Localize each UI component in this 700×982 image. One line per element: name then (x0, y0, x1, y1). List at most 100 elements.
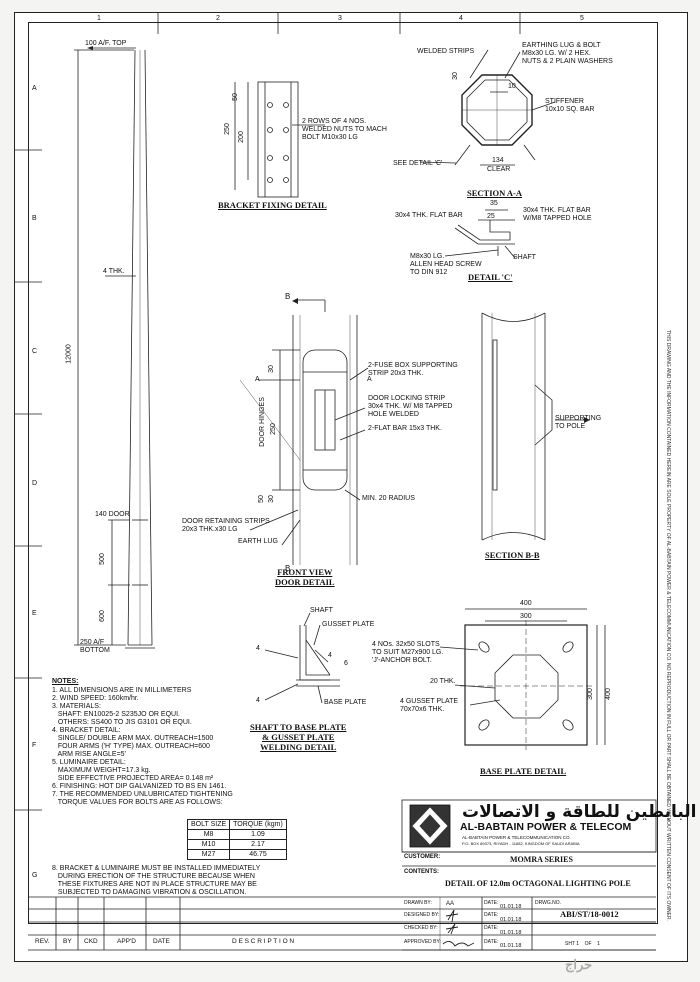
pole-bottom-label: 250 A/F BOTTOM (80, 639, 110, 654)
note-8-line: SUBJECTED TO DAMAGING VIBRATION & OSCILL… (52, 889, 247, 896)
drwg-label: DRWG.NO. (535, 900, 562, 906)
company-arabic-name: البابطين للطاقة و الاتصالات (462, 802, 697, 822)
note-line: ARM RISE ANGLE=5' (52, 751, 126, 758)
note-line: 5. LUMINAIRE DETAIL: (52, 759, 126, 766)
drwg-number: ABI/ST/18-0012 (560, 909, 619, 919)
fv-b-top: B (285, 292, 291, 301)
designer-signature (445, 909, 459, 923)
drawn-by-label: DRAWN BY: (404, 900, 432, 906)
sb-weld-4: 4 (256, 697, 260, 704)
grid-col-4: 4 (459, 15, 463, 22)
customer-label: CUSTOMER: (404, 854, 441, 860)
drawn-by-value: AA (446, 901, 455, 907)
date-label: DATE: (484, 912, 499, 918)
note-line: 4. BRACKET DETAIL: (52, 727, 121, 734)
date-label: DATE: (484, 900, 499, 906)
fv-b-bottom: B (285, 564, 291, 573)
fv-fuse-strip: 2-FUSE BOX SUPPORTING STRIP 20x3 THK. (368, 362, 458, 377)
bolt-torque: 46.75 (229, 849, 287, 860)
grid-row-f: F (32, 742, 37, 749)
aa-dim-10: 10 (508, 83, 516, 90)
company-name: AL-BABTAIN POWER & TELECOM (460, 821, 632, 833)
date-value: 01.01.18 (500, 904, 522, 910)
sb-shaft: SHAFT (310, 607, 333, 614)
ckd-label: CKD (84, 938, 98, 945)
note-line: FOUR ARMS ('H' TYPE) MAX. OUTREACH=600 (52, 743, 210, 750)
fv-radius: MIN. 20 RADIUS (362, 495, 415, 502)
company-address: P.O. BOX 89373, RIYADH - 11682, KINGDOM … (462, 841, 580, 846)
bolt-torque-table: BOLT SIZE TORQUE (kgm) M8 1.09 M10 2.17 … (186, 819, 287, 860)
sb-weld-2: 4 (328, 652, 332, 659)
appd-label: APP'D (117, 938, 136, 945)
aa-earthing-label: EARTHING LUG & BOLT M8x30 LG. W/ 2 HEX. … (522, 42, 613, 65)
notes-heading: NOTES: (52, 678, 79, 685)
note-8-line: THESE FIXTURES ARE NOT IN PLACE STRUCTUR… (52, 881, 257, 888)
pole-thickness-label: 4 THK. (103, 268, 125, 275)
note-8-line: 8. BRACKET & LUMINAIRE MUST BE INSTALLED… (52, 865, 261, 872)
note-line: OTHERS: SS400 TO JIS G3101 OR EQUI. (52, 719, 192, 726)
shaft-base-title: SHAFT TO BASE PLATE & GUSSET PLATE WELDI… (250, 722, 347, 752)
sb-gusset: GUSSET PLATE (322, 621, 375, 628)
section-aa-title: SECTION A-A (467, 188, 523, 198)
c-dim-25: 25 (487, 213, 495, 220)
aa-clear: CLEAR (487, 166, 511, 173)
bp-gusset: 4 GUSSET PLATE 70x70x6 THK. (400, 698, 459, 713)
c-shaft: SHAFT (513, 254, 536, 261)
bb-supporting: SUPPORTING TO POLE (555, 415, 602, 430)
grid-col-5: 5 (580, 15, 584, 22)
note-line: 3. MATERIALS: (52, 703, 101, 710)
contents-label: CONTENTS: (404, 869, 439, 875)
fv-retaining: DOOR RETAINING STRIPS 20x3 THK.x30 LG (182, 518, 270, 533)
sb-weld-3: 6 (344, 660, 348, 667)
by-label: BY (63, 938, 72, 945)
note-8-line: DURING ERECTION OF THE STRUCTURE BECAUSE… (52, 873, 255, 880)
note-line: 7. THE RECOMMENDED UNLUBRICATED TIGHTENI… (52, 791, 233, 798)
contents-value: DETAIL OF 12.0m OCTAGONAL LIGHTING POLE (445, 879, 631, 888)
note-8: 8. BRACKET & LUMINAIRE MUST BE INSTALLED… (52, 865, 260, 897)
sb-base-plate: BASE PLATE (324, 699, 367, 706)
bolt-size: M27 (186, 849, 231, 860)
c-dim-35: 35 (490, 200, 498, 207)
checked-by-label: CHECKED BY: (404, 925, 438, 931)
company-sub: AL-BABTAIN POWER & TELECOMMUNICATION CO. (462, 835, 571, 840)
c-flat-bar-left: 30x4 THK. FLAT BAR (395, 212, 463, 219)
grid-col-1: 1 (97, 15, 101, 22)
grid-row-e: E (32, 610, 37, 617)
note-line: TORQUE VALUES FOR BOLTS ARE AS FOLLOWS: (52, 799, 223, 806)
note-line: 1. ALL DIMENSIONS ARE IN MILLIMETERS (52, 687, 192, 694)
grid-row-c: C (32, 348, 38, 355)
bp-dim-400-top: 400 (520, 600, 532, 607)
grid-col-3: 3 (338, 15, 342, 22)
note-line: SINGLE/ DOUBLE ARM MAX. OUTREACH=1500 (52, 735, 214, 742)
bp-dim-300-top: 300 (520, 613, 532, 620)
grid-row-d: D (32, 480, 38, 487)
c-flat-bar-right: 30x4 THK. FLAT BAR W/M8 TAPPED HOLE (523, 207, 592, 222)
base-plate-title: BASE PLATE DETAIL (480, 766, 567, 776)
grid-col-2: 2 (216, 15, 220, 22)
note-line: SIDE EFFECTIVE PROJECTED AREA= 0.148 m² (52, 775, 214, 782)
rev-label: REV. (35, 938, 50, 945)
note-line: SHAFT: EN10025-2 S235JO OR EQUI. (52, 711, 180, 718)
aa-stiffener: STIFFENER 10x10 SQ. BAR (545, 98, 595, 113)
grid-row-b: B (32, 215, 37, 222)
bracket-fixing-title: BRACKET FIXING DETAIL (218, 200, 327, 210)
section-bb-title: SECTION B-B (485, 550, 540, 560)
c-screw: M8x30 LG. ALLEN HEAD SCREW TO DIN 912 (410, 253, 482, 276)
designed-by-label: DESIGNED BY: (404, 912, 440, 918)
grid-row-a: A (32, 85, 37, 92)
drawing-sheet (14, 12, 688, 962)
grid-row-g: G (32, 872, 38, 879)
approver-signature (442, 941, 475, 947)
aa-welded-strips: WELDED STRIPS (417, 48, 475, 55)
pole-top-label: 100 A/F. TOP (85, 40, 127, 47)
fv-locking-strip: DOOR LOCKING STRIP 30x4 THK. W/ M8 TAPPE… (368, 395, 453, 418)
fv-earth-lug: EARTH LUG (238, 538, 278, 545)
description-label: D E S C R I P T I O N (232, 938, 295, 945)
date-col-label: DATE (153, 938, 170, 945)
aa-see-detail: SEE DETAIL 'C' (393, 160, 443, 167)
date-value: 01.01.18 (500, 943, 522, 949)
sheet-number: SHT 1 OF 1 (565, 941, 600, 947)
